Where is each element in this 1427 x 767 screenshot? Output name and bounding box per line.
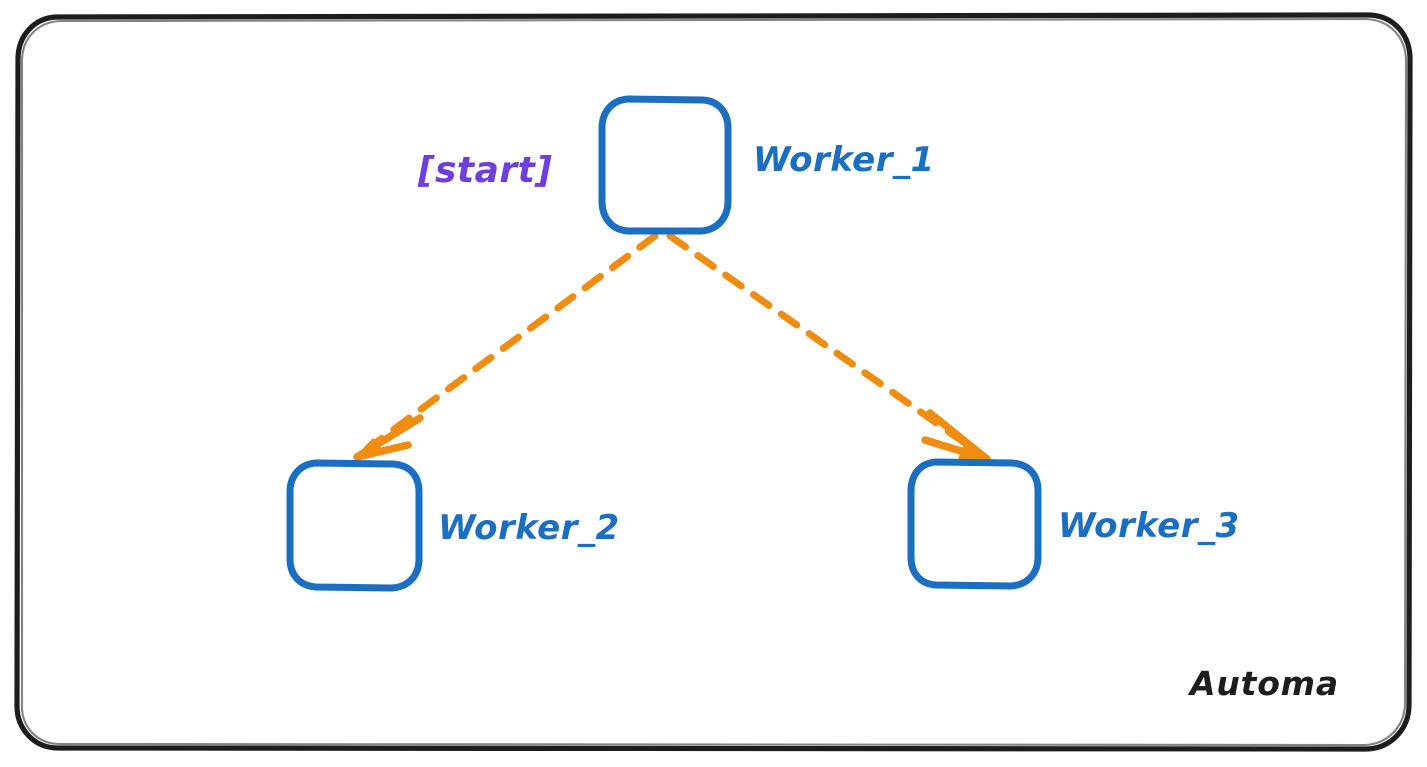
edge-worker1-worker2-line: [358, 232, 659, 457]
start-marker-label: [start]: [417, 150, 552, 191]
canvas-frame: [14, 12, 1413, 752]
node-worker-3-label: Worker_3: [1058, 506, 1240, 546]
node-worker-3[interactable]: Worker_3: [907, 458, 1240, 590]
node-worker-1[interactable]: Worker_1: [598, 95, 935, 235]
node-worker-2-label: Worker_2: [438, 508, 620, 548]
edge-worker1-worker3-arrowhead-tip: [958, 443, 989, 461]
node-worker-2-shape: [286, 459, 423, 592]
node-worker-1-shape: [598, 95, 732, 235]
annotation-layer: [start]: [417, 150, 552, 191]
edge-worker1-worker2[interactable]: [353, 232, 659, 461]
watermark-label: Automa: [1187, 664, 1339, 703]
edge-worker1-worker3[interactable]: [666, 232, 991, 463]
node-worker-1-label: Worker_1: [753, 140, 935, 180]
watermark: Automa: [1187, 664, 1339, 703]
edge-worker1-worker3-line: [666, 232, 986, 459]
node-layer: Worker_1 Worker_2 Worker_3: [286, 95, 1240, 592]
node-worker-2[interactable]: Worker_2: [286, 459, 620, 592]
edge-worker1-worker2-arrowhead-tip: [355, 438, 385, 459]
canvas-frame-stroke-sketch: [20, 17, 1408, 747]
node-worker-3-shape: [907, 458, 1042, 590]
edge-layer: [353, 232, 991, 463]
canvas-frame-stroke-outer: [14, 12, 1413, 752]
